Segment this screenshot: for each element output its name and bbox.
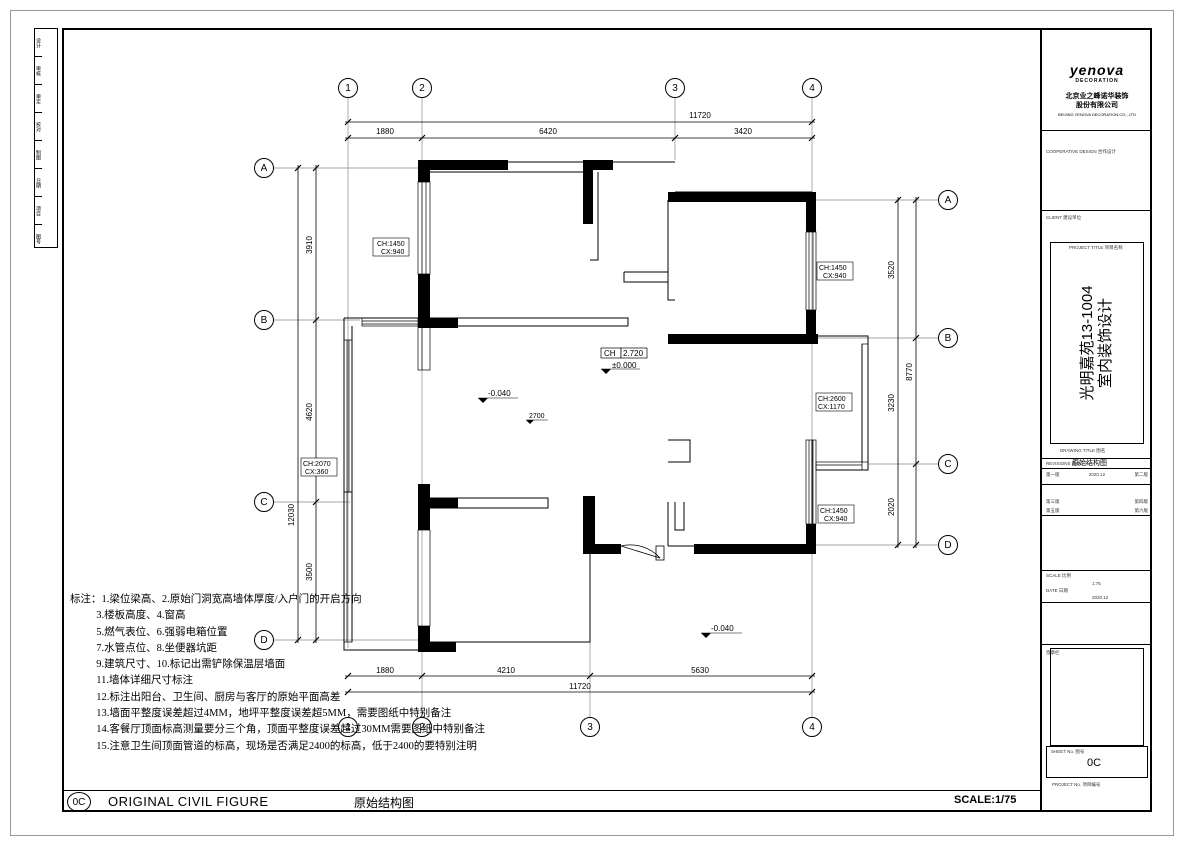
dim-bottom-seg: 5630 bbox=[691, 666, 709, 675]
grid-bubble-col: 1 bbox=[338, 78, 358, 98]
sheet-number-box: SHEET No. 图号 0C bbox=[1046, 746, 1148, 778]
ch-label: CH bbox=[604, 349, 616, 358]
beam-height: 2700 bbox=[529, 413, 545, 420]
level-dining: -0.040 bbox=[711, 624, 734, 633]
level-living: -0.040 bbox=[488, 389, 511, 398]
project-title-box: PROJECT TITLE 项目名称 光明嘉苑13-1004 室内装饰设计 bbox=[1050, 242, 1144, 444]
side-cell: 项目 bbox=[35, 197, 42, 225]
dim-right-seg: 2020 bbox=[887, 498, 896, 516]
dim-left-seg: 3910 bbox=[305, 236, 314, 254]
dim-top-seg: 6420 bbox=[539, 127, 557, 136]
footer-bar: 0C ORIGINAL CIVIL FIGURE 原始结构图 SCALE:1/7… bbox=[62, 790, 1040, 812]
project-title: 光明嘉苑13-1004 室内装饰设计 bbox=[1079, 285, 1114, 401]
sheet-number: 0C bbox=[1087, 757, 1102, 769]
notes-block: 标注：1.梁位梁高、2.原始门洞宽高墙体厚度/入户门的开启方向 3.楼板高度、4… bbox=[70, 594, 486, 752]
sheet-outer-border bbox=[10, 10, 1174, 836]
dim-top-total: 11720 bbox=[689, 111, 711, 120]
dim-left-seg: 4620 bbox=[305, 403, 314, 421]
company-name: 北京业之峰诺华装饰 股份有限公司 BEIJING YENOVA DECORATI… bbox=[1058, 93, 1136, 117]
grid-bubble-row: B bbox=[254, 310, 274, 330]
dim-right-seg: 3520 bbox=[887, 261, 896, 279]
dim-top-seg: 1880 bbox=[376, 127, 394, 136]
side-cell: 审核 bbox=[35, 57, 42, 85]
coop-label: COOPERATIVE DESIGN 合作设计 bbox=[1046, 149, 1116, 154]
window-tag-ch: CH:1450 bbox=[377, 241, 405, 248]
grid-bubble-col: 4 bbox=[802, 78, 822, 98]
company-logo: yenova bbox=[1069, 62, 1125, 78]
grid-bubble-col: 3 bbox=[665, 78, 685, 98]
dim-right-seg: 3230 bbox=[887, 394, 896, 412]
footer-scale: SCALE:1/75 bbox=[954, 794, 1017, 806]
grid-bubble-col: 2 bbox=[412, 717, 432, 737]
window-tag-ch: CH:2600 bbox=[818, 396, 846, 403]
grid-bubble-row: C bbox=[938, 454, 958, 474]
sheet-label: SHEET No. 图号 bbox=[1051, 749, 1085, 754]
dim-bottom-total: 11720 bbox=[569, 682, 591, 691]
grid-bubble-col: 4 bbox=[802, 717, 822, 737]
window-tag-ch: CH:1450 bbox=[820, 508, 848, 515]
side-cell: 设计 bbox=[35, 29, 42, 57]
date-value: 2020.12 bbox=[1092, 595, 1109, 600]
drawing-title-box: DRAWING TITLE 图名 原始结构图 bbox=[1050, 448, 1144, 472]
dim-top-seg: 3420 bbox=[734, 127, 752, 136]
window-tag-cx: CX:360 bbox=[305, 469, 328, 476]
window-tag-ch: CH:2070 bbox=[303, 461, 331, 468]
grid-bubble-row: A bbox=[938, 190, 958, 210]
footer-title-en: ORIGINAL CIVIL FIGURE bbox=[108, 794, 269, 809]
scale-value: 1:75 bbox=[1092, 581, 1101, 586]
grid-bubble-row: D bbox=[254, 630, 274, 650]
grid-bubble-row: D bbox=[938, 535, 958, 555]
scale-label: SCALE 比例 bbox=[1046, 573, 1072, 578]
level-zero: ±0.000 bbox=[612, 361, 637, 370]
ch-value: 2.720 bbox=[623, 349, 644, 358]
window-tag-cx: CX:940 bbox=[824, 516, 847, 523]
client-label: CLIENT 建设单位 bbox=[1046, 215, 1082, 220]
window-tag-ch: CH:1450 bbox=[819, 265, 847, 272]
side-cell: 图号 bbox=[35, 233, 41, 244]
side-cell: 审定 bbox=[35, 85, 42, 113]
side-cell: 校对 bbox=[35, 113, 42, 141]
project-label: PROJECT TITLE 项目名称 bbox=[1069, 245, 1123, 250]
stamp-label: 签章栏 bbox=[1046, 650, 1060, 655]
revision-row: 第五版第六版 bbox=[1046, 508, 1148, 513]
title-block: yenova DECORATION 北京业之峰诺华装饰 股份有限公司 BEIJI… bbox=[1040, 28, 1152, 812]
window-tag-cx: CX:940 bbox=[823, 273, 846, 280]
project-no-label: PROJECT No. 项目编号 bbox=[1052, 782, 1101, 787]
revisions-label: REVISIONS 图本 bbox=[1046, 461, 1081, 466]
side-cell: 日期 bbox=[35, 169, 42, 197]
window-tag-cx: CX:940 bbox=[381, 249, 404, 256]
grid-bubble-col: 3 bbox=[580, 717, 600, 737]
revision-row: 第三版第四版 bbox=[1046, 499, 1148, 504]
grid-bubble-row: C bbox=[254, 492, 274, 512]
side-strip: 设计 审核 审定 校对 制图 日期 项目 图号 bbox=[34, 28, 58, 248]
grid-bubble-col: 2 bbox=[412, 78, 432, 98]
dim-bottom-seg: 1880 bbox=[376, 666, 394, 675]
dim-left-total: 12030 bbox=[287, 503, 296, 526]
grid-bubble-row: A bbox=[254, 158, 274, 178]
company-logo-sub: DECORATION bbox=[1075, 78, 1119, 84]
grid-bubble-row: B bbox=[938, 328, 958, 348]
grid-bubble-col: 1 bbox=[338, 717, 358, 737]
dim-left-seg: 3500 bbox=[305, 563, 314, 581]
stamp-box bbox=[1050, 648, 1144, 746]
dim-right-total: 8770 bbox=[905, 363, 914, 381]
side-cell: 制图 bbox=[35, 141, 42, 169]
window-tag-cx: CX:1170 bbox=[818, 404, 845, 411]
footer-title-cn: 原始结构图 bbox=[354, 796, 415, 810]
date-label: DATE 日期 bbox=[1046, 588, 1068, 593]
drawing-title: 原始结构图 bbox=[1072, 460, 1107, 467]
footer-number: 0C bbox=[67, 792, 91, 812]
drawing-frame bbox=[62, 28, 1152, 812]
dim-bottom-seg: 4210 bbox=[497, 666, 515, 675]
